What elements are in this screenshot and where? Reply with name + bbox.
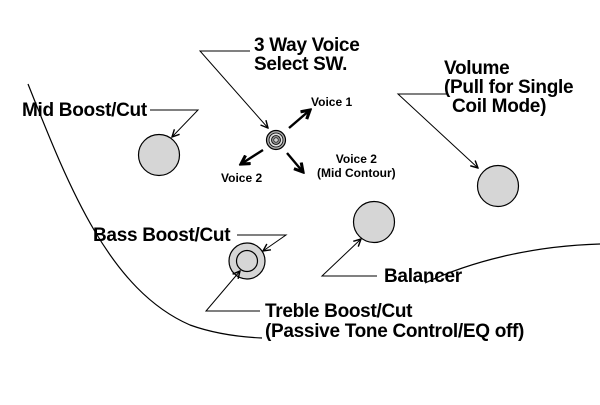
treble-leader xyxy=(204,271,260,312)
volume-knob xyxy=(476,164,520,208)
volume-label-line3: Coil Mode) xyxy=(452,96,547,117)
treble-knob-inner xyxy=(235,249,259,273)
voice2-right-label-line1: Voice 2 xyxy=(335,152,377,166)
mid-knob xyxy=(137,133,181,177)
volume-leader xyxy=(396,93,478,168)
voice2-right-label: Voice 2 (Mid Contour) xyxy=(317,153,396,179)
voice-switch-label-line1: 3 Way Voice xyxy=(254,35,360,56)
voice1-direction-arrow xyxy=(288,110,310,129)
voice-switch-leader xyxy=(198,50,268,128)
balancer-leader xyxy=(320,239,377,277)
voice2-left-label: Voice 2 xyxy=(221,171,263,185)
volume-label-line1: Volume xyxy=(444,58,510,79)
voice-select-switch xyxy=(265,129,287,151)
volume-label-line2: (Pull for Single xyxy=(444,77,574,98)
volume-label: Volume (Pull for Single Coil Mode) xyxy=(444,58,574,117)
voice2-right-direction-arrow xyxy=(286,152,303,172)
voice2-left-direction-arrow xyxy=(241,148,264,164)
treble-label-line1: Treble Boost/Cut xyxy=(265,301,413,322)
body-outline-left xyxy=(27,83,263,339)
voice1-label: Voice 1 xyxy=(311,95,353,109)
treble-label: Treble Boost/Cut (Passive Tone Control/E… xyxy=(265,302,524,341)
bass-leader xyxy=(237,234,288,251)
voice-switch-label-line2: Select SW. xyxy=(254,54,348,75)
body-outline-right xyxy=(424,243,600,284)
balancer-label: Balancer xyxy=(384,266,462,287)
voice2-right-label-line2: (Mid Contour) xyxy=(317,166,396,180)
voice-switch-label: 3 Way Voice Select SW. xyxy=(254,35,360,75)
mid-label: Mid Boost/Cut xyxy=(22,100,147,121)
balancer-knob xyxy=(352,200,396,244)
treble-label-line2: (Passive Tone Control/EQ off) xyxy=(265,321,525,342)
bass-label: Bass Boost/Cut xyxy=(93,225,231,246)
mid-leader xyxy=(150,109,200,137)
